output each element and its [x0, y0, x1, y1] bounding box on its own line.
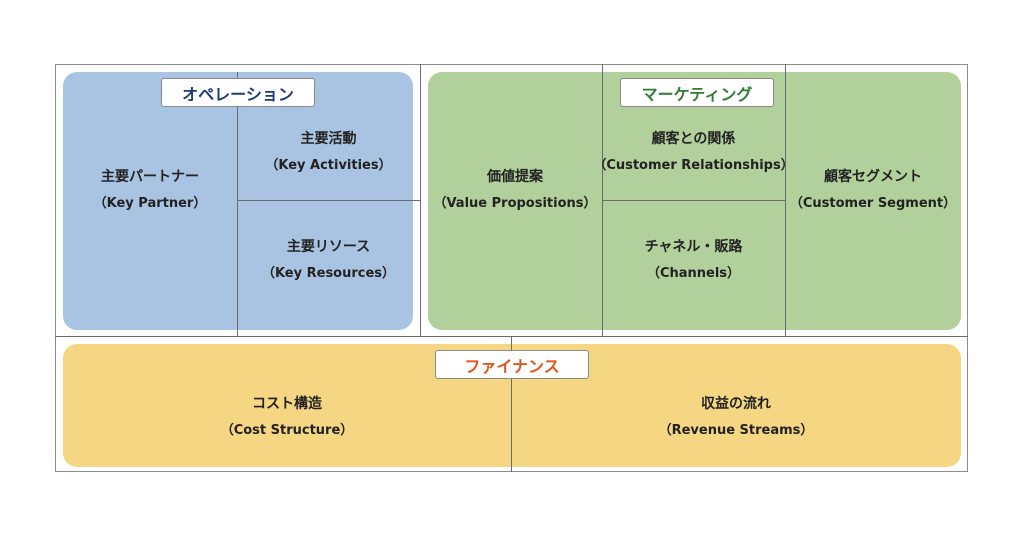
key-activities-jp: 主要活動: [300, 131, 357, 147]
customer-relationships-cell: 顧客との関係 （Customer Relationships）: [593, 105, 793, 200]
divider-operations-left: [237, 72, 238, 336]
marketing-panel: [428, 72, 961, 330]
channels-jp: チャネル・販路: [644, 238, 743, 255]
operations-label: オペレーション: [161, 78, 315, 107]
finance-label: ファイナンス: [435, 350, 589, 379]
value-propositions-en: （Value Propositions）: [433, 195, 597, 211]
key-resources-cell: 主要リソース （Key Resources）: [237, 210, 420, 310]
cost-structure-cell: コスト構造 （Cost Structure）: [63, 380, 511, 455]
finance-label-text: ファイナンス: [464, 356, 560, 376]
value-propositions-cell: 価値提案 （Value Propositions）: [428, 150, 602, 230]
key-resources-en: （Key Resources）: [261, 265, 396, 281]
key-partner-jp: 主要パートナー: [101, 168, 199, 185]
customer-segment-en: （Customer Segment）: [789, 195, 957, 211]
channels-cell: チャネル・販路 （Channels）: [602, 210, 785, 310]
key-resources-jp: 主要リソース: [286, 238, 371, 255]
divider-finance-mid: [511, 336, 512, 472]
operations-label-text: オペレーション: [182, 84, 294, 104]
key-activities-cell: 主要活動 （Key Activities）: [237, 105, 420, 200]
revenue-streams-jp: 収益の流れ: [701, 396, 771, 412]
cost-structure-jp: コスト構造: [252, 396, 322, 412]
cost-structure-en: （Cost Structure）: [220, 423, 354, 438]
customer-segment-cell: 顧客セグメント （Customer Segment）: [785, 150, 961, 230]
revenue-streams-cell: 収益の流れ （Revenue Streams）: [511, 380, 961, 455]
divider-operations-right: [420, 64, 421, 336]
key-partner-cell: 主要パートナー （Key Partner）: [63, 150, 237, 230]
divider-operations-split: [237, 200, 420, 201]
marketing-label-text: マーケティング: [641, 84, 753, 104]
customer-relationships-en: （Customer Relationships）: [593, 158, 794, 173]
divider-marketing-right: [785, 64, 786, 336]
key-activities-en: （Key Activities）: [265, 158, 392, 173]
marketing-label: マーケティング: [620, 78, 774, 107]
revenue-streams-en: （Revenue Streams）: [658, 423, 814, 438]
operations-panel: [63, 72, 413, 330]
divider-marketing-split: [602, 200, 785, 201]
key-partner-en: （Key Partner）: [93, 195, 207, 211]
value-propositions-jp: 価値提案: [487, 168, 543, 185]
customer-segment-jp: 顧客セグメント: [824, 168, 922, 185]
customer-relationships-jp: 顧客との関係: [651, 131, 736, 147]
channels-en: （Channels）: [646, 265, 741, 281]
